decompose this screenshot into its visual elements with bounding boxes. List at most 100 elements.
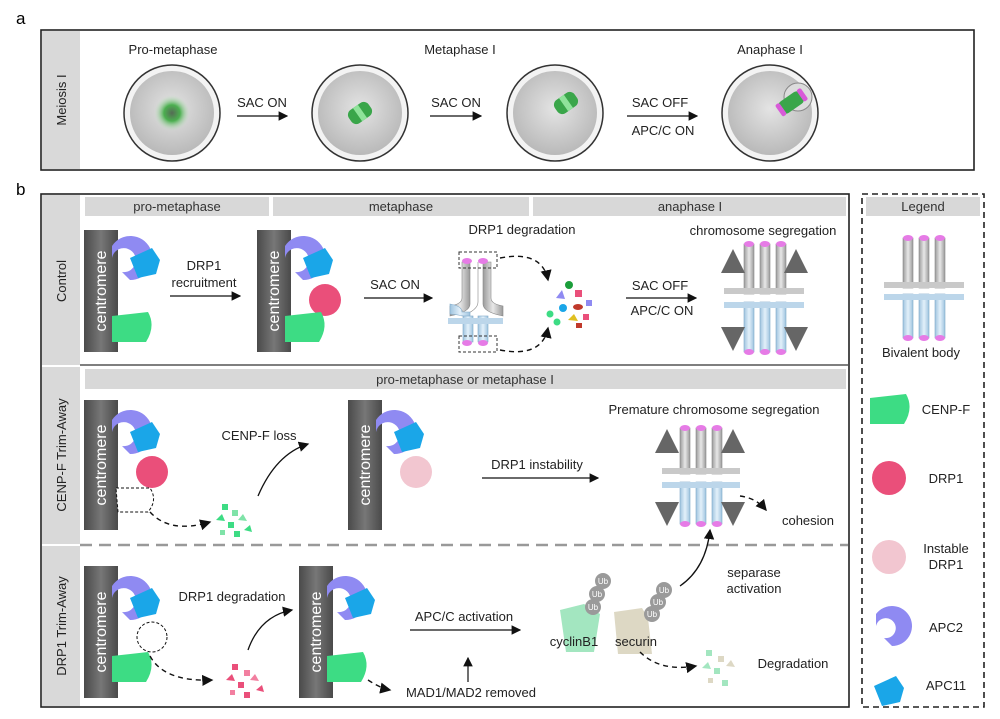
header-pro-metaphase-bg <box>85 197 269 216</box>
row-label-drp1: DRP1 Trim-Away <box>54 576 69 676</box>
svg-text:centromere: centromere <box>357 424 374 505</box>
label-sac-off-b: SAC OFF <box>632 278 688 293</box>
label-drp1-recruit-2: recruitment <box>171 275 236 290</box>
panel-a-side-bar <box>42 31 80 169</box>
legend-instable-drp1-icon <box>872 540 906 574</box>
row-drp1-bar <box>42 546 80 706</box>
header-anaphase: anaphase I <box>658 199 722 214</box>
legend-label-apc2: APC2 <box>929 620 963 635</box>
label-chromosome-segregation: chromosome segregation <box>690 223 837 238</box>
banner-pro-or-metaphase: pro-metaphase or metaphase I <box>376 372 554 387</box>
arrow-dashed-mad <box>367 679 392 694</box>
svg-text:Ub: Ub <box>647 610 658 619</box>
arrow-dashed-cohesion <box>739 495 767 512</box>
legend-apc11-icon <box>874 676 904 706</box>
banner-bg <box>85 369 846 389</box>
arrow-cenpf-loss <box>257 441 310 497</box>
securin-ubiquitinated: Ub Ub Ub <box>614 582 672 654</box>
label-apcc-activation: APC/C activation <box>415 609 513 624</box>
row-control-bar <box>42 195 80 365</box>
centromere-cenpf-1: centromere <box>84 400 168 530</box>
svg-text:Ub: Ub <box>598 577 609 586</box>
label-cohesion: cohesion <box>782 513 834 528</box>
panel-a-frame <box>40 29 975 171</box>
oocyte-metaphase-1 <box>311 64 409 162</box>
label-cyclinb1: cyclinB1 <box>550 634 598 649</box>
legend-cenpf-icon <box>870 394 910 424</box>
arrow-label-apcc-on: APC/C ON <box>632 123 695 138</box>
label-cenpf-loss: CENP-F loss <box>221 428 297 443</box>
bivalent-anaphase-control <box>721 241 808 355</box>
panel-b-frame <box>40 193 850 708</box>
centromere-control-1: centromere <box>84 230 160 352</box>
arrow-label-sac-off: SAC OFF <box>632 95 688 110</box>
apc11-shape <box>130 248 160 278</box>
oocyte-pro-metaphase <box>123 64 221 162</box>
legend-label-bivalent: Bivalent body <box>882 345 961 360</box>
header-metaphase-bg <box>273 197 529 216</box>
arrow-drp1-degradation <box>247 606 294 651</box>
legend-label-instable: Instable <box>923 541 969 556</box>
label-separase-2: activation <box>727 581 782 596</box>
arrow-dashed-cenpf <box>149 511 212 531</box>
legend-title: Legend <box>901 199 944 214</box>
label-separase-1: separase <box>727 565 780 580</box>
label-securin: securin <box>615 634 657 649</box>
stage-anaphase-i: Anaphase I <box>737 42 803 57</box>
svg-text:centromere: centromere <box>93 591 110 672</box>
cenpf-fragments <box>216 504 252 537</box>
legend-label-instable-drp1: DRP1 <box>929 557 964 572</box>
svg-text:centromere: centromere <box>308 591 325 672</box>
label-drp1-degradation-control: DRP1 degradation <box>469 222 576 237</box>
legend-title-bg <box>866 197 980 216</box>
label-mad-removed: MAD1/MAD2 removed <box>406 685 536 700</box>
cyclinb1-ubiquitinated: Ub Ub Ub <box>560 573 611 652</box>
drp1-circle <box>309 284 341 316</box>
centromere-cenpf-2: centromere <box>348 400 432 530</box>
centromere-drp1-2: centromere <box>299 566 375 698</box>
legend-apc2-icon <box>876 606 912 646</box>
label-drp1-degradation-trim: DRP1 degradation <box>179 589 286 604</box>
label-degradation: Degradation <box>758 656 829 671</box>
cyclin-securin-fragments <box>702 650 735 686</box>
oocyte-anaphase-i <box>721 64 819 162</box>
arrow-label-sac-on-1: SAC ON <box>237 95 287 110</box>
stage-metaphase-i: Metaphase I <box>424 42 496 57</box>
label-sac-on-b: SAC ON <box>370 277 420 292</box>
arrow-dashed-drp1 <box>149 655 214 687</box>
header-anaphase-bg <box>533 197 846 216</box>
svg-text:Ub: Ub <box>592 590 603 599</box>
panel-a-side-label: Meiosis I <box>54 74 69 125</box>
bivalent-metaphase <box>448 251 504 353</box>
legend-bivalent-icon <box>884 235 964 341</box>
stage-pro-metaphase: Pro-metaphase <box>129 42 218 57</box>
svg-text:centromere: centromere <box>266 250 283 331</box>
row-label-control: Control <box>54 260 69 302</box>
row-cenpf-bar <box>42 367 80 544</box>
legend-drp1-icon <box>872 461 906 495</box>
label-premature: Premature chromosome segregation <box>609 402 820 417</box>
arrow-separase <box>679 528 715 587</box>
label-apcc-on-b: APC/C ON <box>631 303 694 318</box>
panel-b-letter: b <box>16 180 25 199</box>
bivalent-premature <box>655 425 745 527</box>
svg-text:Ub: Ub <box>588 603 599 612</box>
row-label-cenpf: CENP-F Trim-Away <box>54 398 69 512</box>
label-drp1-recruit-1: DRP1 <box>187 258 222 273</box>
arrow-dashed-deg-top <box>499 255 552 282</box>
cenpf-shape <box>112 312 152 342</box>
arrow-dashed-degradation <box>639 651 698 674</box>
svg-text:centromere: centromere <box>93 424 110 505</box>
svg-text:Ub: Ub <box>653 598 664 607</box>
panel-a-letter: a <box>16 9 26 28</box>
legend-frame <box>861 193 985 708</box>
svg-text:Ub: Ub <box>659 586 670 595</box>
svg-text:centromere: centromere <box>93 250 110 331</box>
header-pro-metaphase: pro-metaphase <box>133 199 220 214</box>
header-metaphase: metaphase <box>369 199 433 214</box>
degradation-fragments-control <box>546 281 592 328</box>
centromere-drp1-1: centromere <box>84 566 168 698</box>
drp1-fragments <box>226 664 264 698</box>
arrow-dashed-deg-bottom <box>499 326 552 353</box>
